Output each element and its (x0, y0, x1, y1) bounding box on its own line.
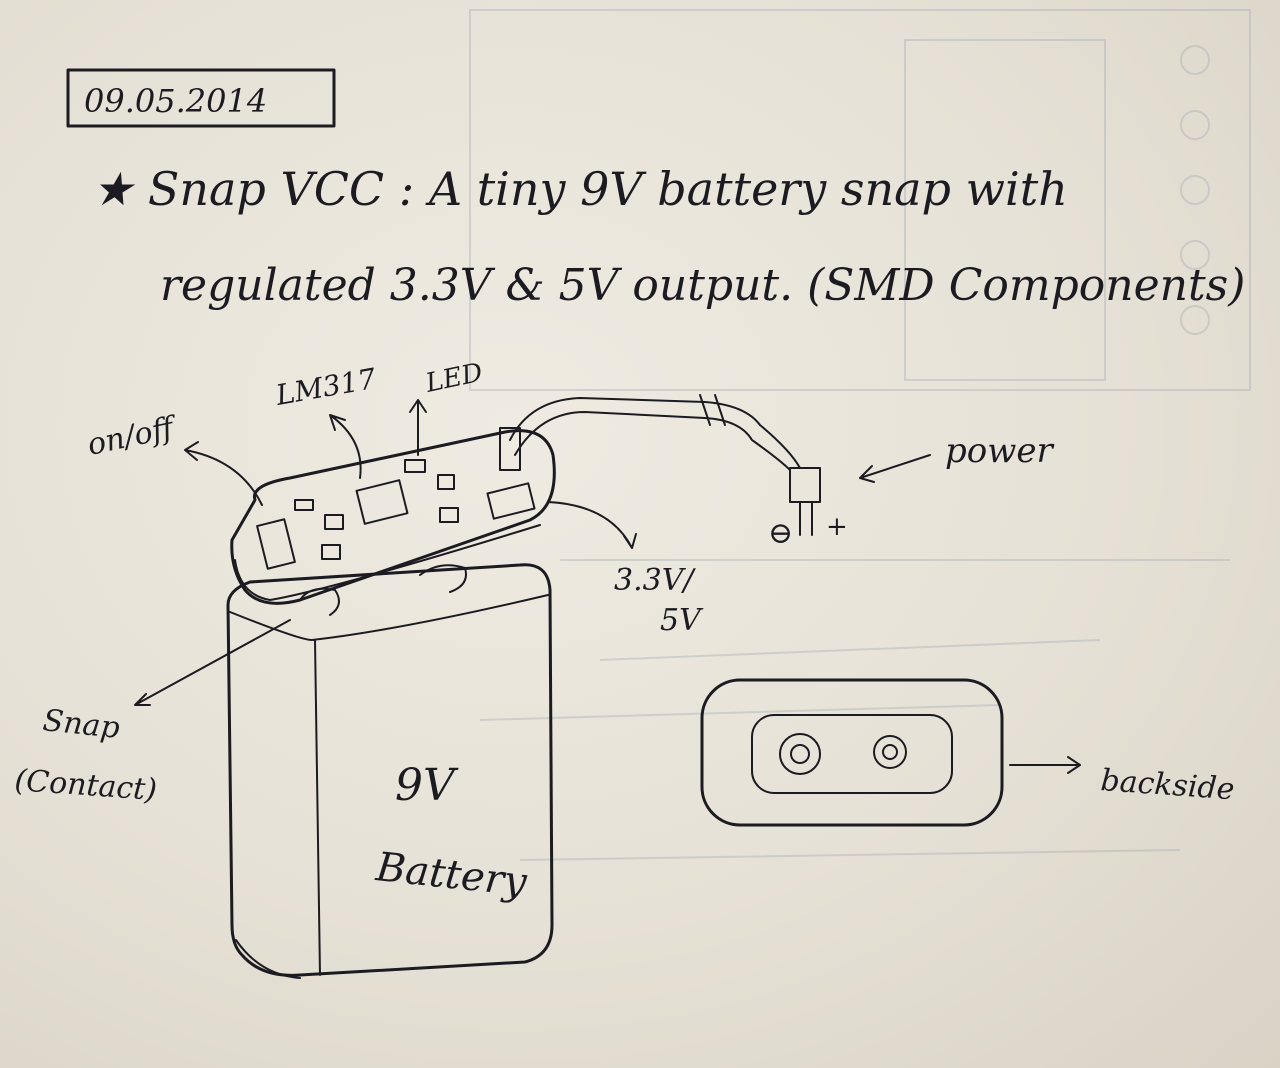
label-battery-voltage: 9V (395, 760, 459, 811)
label-output-line-1: 3.3V/ (614, 563, 696, 598)
label-on-off: on/off (84, 410, 181, 463)
label-backside: backside (1099, 763, 1235, 807)
date-text: 09.05.2014 (84, 82, 267, 120)
title-line-1: ★ Snap VCC : A tiny 9V battery snap with (92, 162, 1068, 216)
label-snap: Snap (41, 703, 121, 746)
power-cable-drawing (509, 394, 821, 536)
label-minus: ⊖ (768, 516, 793, 551)
label-output-line-2: 5V (660, 603, 704, 638)
backside-drawing (700, 678, 1004, 827)
title-line-2: regulated 3.3V & 5V output. (SMD Compone… (160, 260, 1245, 311)
date-box (66, 68, 336, 128)
label-power: power (945, 431, 1054, 471)
label-lm317: LM317 (273, 362, 379, 412)
label-plus: + (826, 512, 848, 542)
label-snap-contact: (Contact) (13, 763, 158, 808)
battery-drawing (226, 563, 554, 979)
annotation-arrows (134, 399, 1081, 774)
label-battery: Battery (373, 844, 530, 906)
snap-board-drawing (230, 427, 556, 605)
label-led: LED (422, 358, 485, 399)
bleed-through-marks (469, 9, 1251, 861)
